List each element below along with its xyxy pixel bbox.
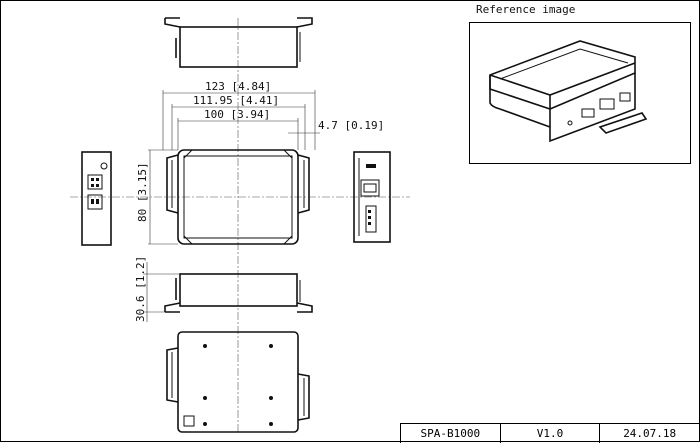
reference-title: Reference image: [476, 3, 576, 16]
width-dimensions: 123 [4.84] 111.95 [4.41] 100 [3.94] 4.7 …: [162, 80, 384, 150]
main-top-view: [166, 149, 310, 245]
left-end-view: [81, 151, 112, 246]
reference-image: [489, 40, 648, 143]
reference-image-box: [469, 22, 691, 164]
title-version: V1.0: [499, 424, 600, 443]
dim-width-overall: 123 [4.84]: [205, 80, 271, 93]
depth-dimension: 80 [3.15]: [136, 149, 178, 245]
title-model: SPA-B1000: [400, 424, 500, 443]
front-side-view: [164, 273, 313, 313]
top-side-view: [164, 17, 313, 68]
dim-width-body: 100 [3.94]: [204, 108, 270, 121]
title-block: SPA-B1000 V1.0 24.07.18: [400, 423, 699, 443]
dim-depth: 80 [3.15]: [136, 162, 149, 222]
right-end-view: [353, 151, 391, 243]
bottom-view: [166, 331, 310, 433]
height-dimension: 30.6 [1.2]: [134, 256, 180, 322]
dim-width-mid: 111.95 [4.41]: [193, 94, 279, 107]
title-date: 24.07.18: [599, 424, 699, 443]
dim-height: 30.6 [1.2]: [134, 256, 147, 322]
dim-flange: 4.7 [0.19]: [318, 119, 384, 132]
